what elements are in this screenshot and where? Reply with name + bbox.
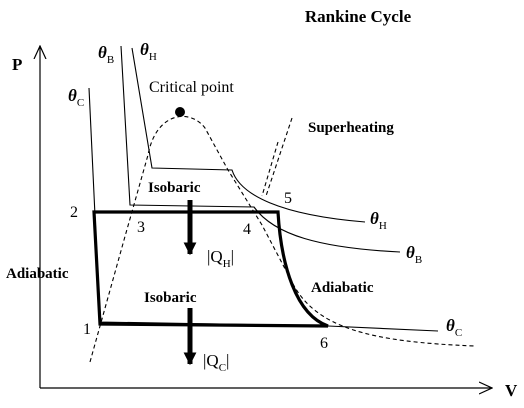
superheating-label: Superheating (308, 120, 394, 136)
cycle-path (92, 210, 329, 328)
adiabatic-left-label: Adiabatic (6, 266, 69, 282)
theta-b-label-right: θB (406, 243, 422, 266)
superheating-indicator-2 (261, 141, 279, 197)
point-label-5: 5 (284, 190, 292, 207)
adiabatic-right-label: Adiabatic (311, 280, 374, 296)
theta-c-label-right: θC (446, 316, 462, 339)
point-label-2: 2 (70, 204, 78, 221)
isobaric-top-label: Isobaric (148, 180, 201, 196)
pressure-axis-label: P (12, 55, 22, 74)
heat-out-label: |QC| (203, 351, 229, 374)
critical-point-marker (175, 107, 185, 117)
theta-h-label-right: θH (370, 209, 387, 232)
superheating-indicator-1 (265, 117, 293, 197)
isobaric-bottom-label: Isobaric (144, 290, 197, 306)
diagram-title: Rankine Cycle (305, 7, 412, 26)
isotherm-theta-b (120, 45, 401, 253)
volume-axis-label: V (505, 381, 518, 400)
theta-c-label-top: θC (68, 86, 84, 109)
critical-point-label: Critical point (149, 79, 234, 96)
point-label-1: 1 (83, 321, 91, 338)
theta-b-label-top: θB (98, 43, 114, 66)
point-label-4: 4 (243, 221, 251, 238)
saturation-dome (89, 115, 476, 363)
isotherm-theta-h (131, 47, 366, 223)
point-label-3: 3 (137, 219, 145, 236)
heat-in-label: |QH| (207, 247, 234, 270)
theta-h-label-top: θH (140, 40, 157, 63)
point-label-6: 6 (320, 335, 328, 352)
